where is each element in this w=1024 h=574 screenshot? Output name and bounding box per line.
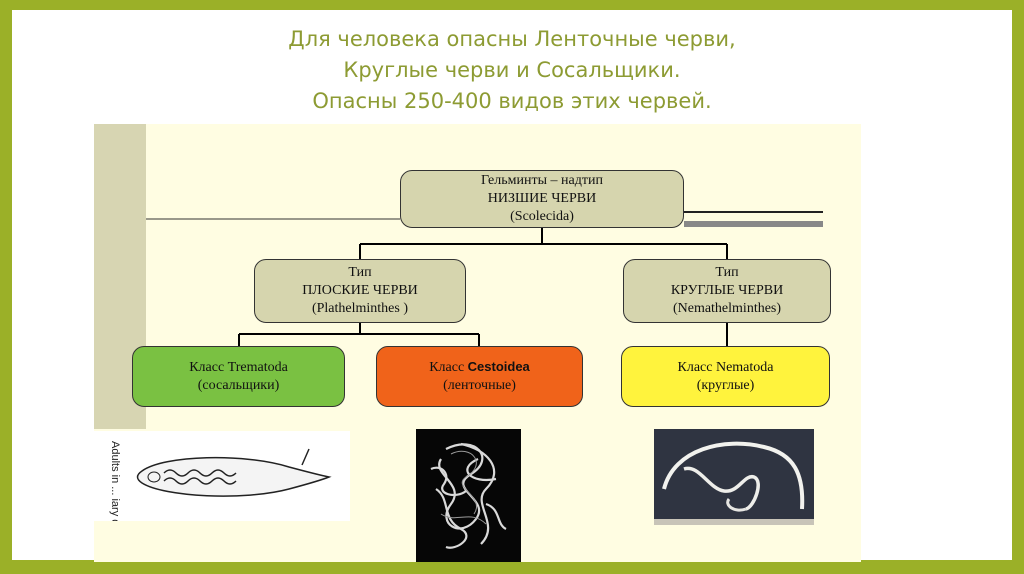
class-node-cestoidea: Класс Cestoidea (ленточные) [376, 346, 583, 407]
decor-bar-right [684, 221, 823, 227]
root-node-lower-worms: Гельминты – надтип НИЗШИЕ ЧЕРВИ (Scoleci… [400, 170, 684, 228]
type-node-roundworms: Тип КРУГЛЫЕ ЧЕРВИ (Nemathelminthes) [623, 259, 831, 323]
trematoda-line-1: Класс Trematoda [189, 359, 288, 375]
trematoda-line-2: (сосальщики) [197, 377, 280, 393]
roundworm-photo [654, 429, 814, 519]
root-line-2: НИЗШИЕ ЧЕРВИ [487, 191, 597, 206]
flat-line-2: ПЛОСКИЕ ЧЕРВИ [302, 283, 418, 298]
round-line-2: КРУГЛЫЕ ЧЕРВИ [670, 283, 784, 298]
root-line-1: Гельминты – надтип [481, 173, 603, 188]
roundworm-photo-base [654, 519, 814, 525]
flat-line-1: Тип [348, 265, 372, 280]
classification-diagram: Гельминты – надтип НИЗШИЕ ЧЕРВИ (Scoleci… [94, 124, 861, 562]
nematoda-line-1: Класс Nematoda [677, 359, 774, 375]
cestoidea-name: Cestoidea [467, 359, 530, 374]
title-line-1: Для человека опасны Ленточные черви, [288, 27, 736, 51]
nematoda-line-2: (круглые) [696, 377, 755, 393]
tapeworm-photo [416, 429, 521, 562]
fluke-caption: Adults in ... iary duct [109, 441, 121, 521]
cestoidea-line-2: (ленточные) [443, 378, 516, 393]
cestoidea-prefix: Класс [429, 360, 468, 375]
flat-line-3: (Plathelminthes ) [311, 301, 409, 316]
cestoidea-line-1: Класс Cestoidea [377, 358, 582, 377]
title-line-2: Круглые черви и Сосальщики. [343, 58, 681, 82]
slide-title: Для человека опасны Ленточные черви, Кру… [12, 24, 1012, 117]
diagram-connectors [146, 211, 823, 346]
slide: Для человека опасны Ленточные черви, Кру… [12, 10, 1012, 562]
round-line-3: (Nemathelminthes) [672, 301, 782, 316]
root-line-3: (Scolecida) [510, 209, 574, 224]
type-node-flatworms: Тип ПЛОСКИЕ ЧЕРВИ (Plathelminthes ) [254, 259, 466, 323]
class-node-trematoda: Класс Trematoda (сосальщики) [132, 346, 345, 407]
round-line-1: Тип [715, 265, 739, 280]
fluke-illustration: Adults in ... iary duct [94, 431, 350, 521]
class-node-nematoda: Класс Nematoda (круглые) [621, 346, 830, 407]
title-line-3: Опасны 250-400 видов этих червей. [312, 89, 712, 113]
